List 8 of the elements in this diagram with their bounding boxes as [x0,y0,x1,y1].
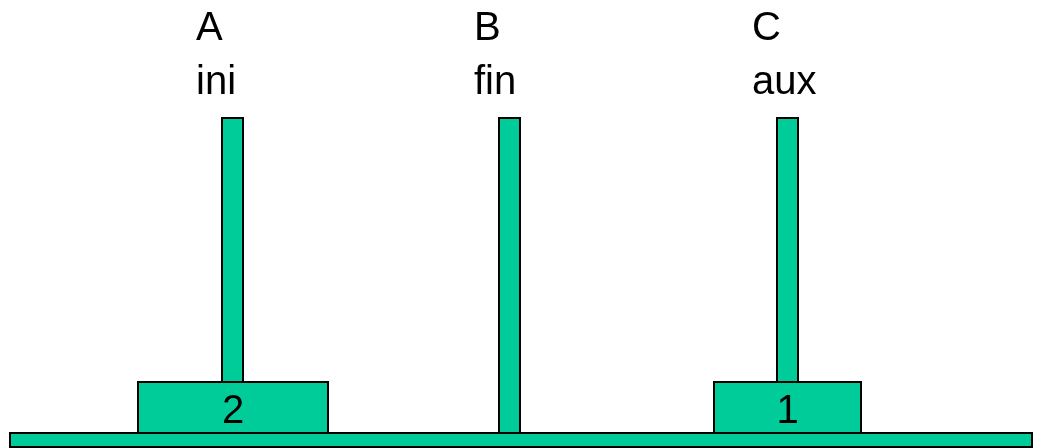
disk-number: 1 [776,386,799,432]
peg-role-label: ini [196,58,237,102]
peg-role-label: aux [752,58,817,102]
disk-number: 2 [221,386,245,432]
peg-letter: C [752,4,781,48]
peg-letter: A [196,4,223,48]
peg-role-label: fin [474,58,517,102]
peg-letter: B [474,4,501,48]
